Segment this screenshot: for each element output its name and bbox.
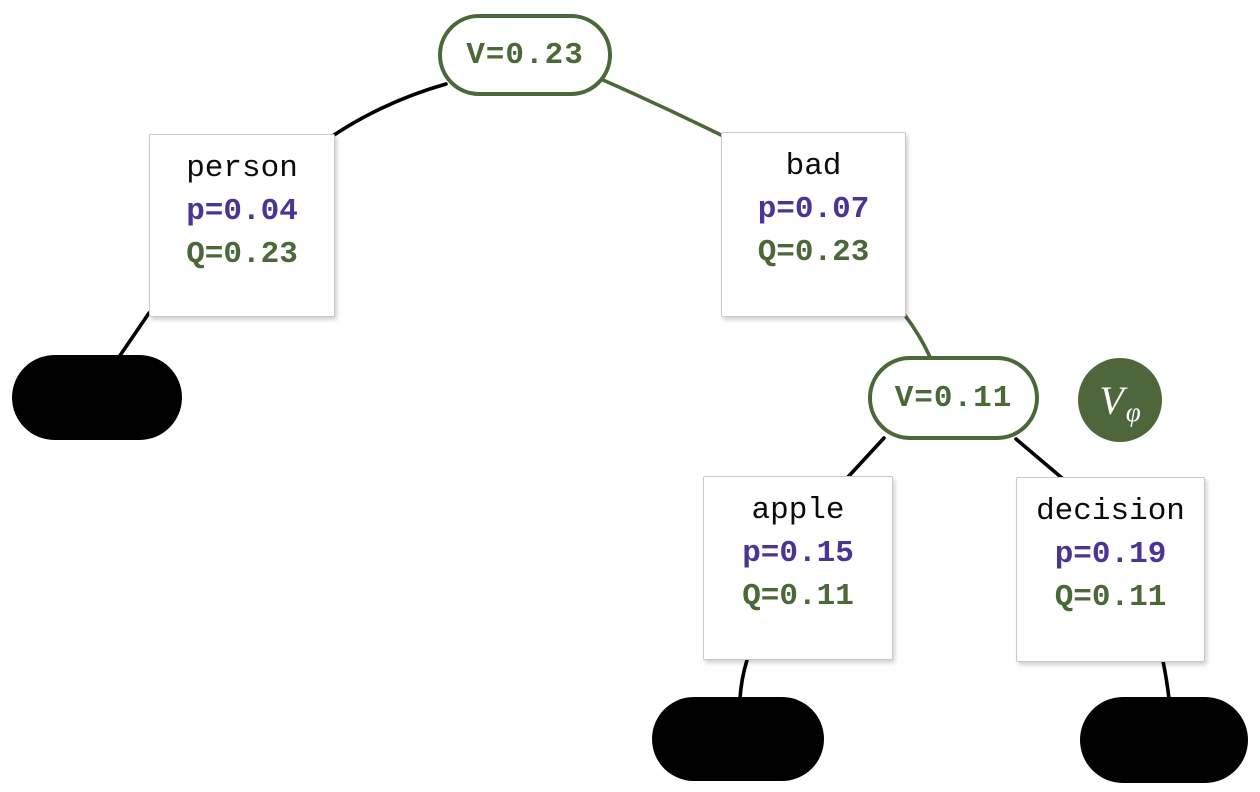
terminal-node-left <box>12 355 182 440</box>
edge-expanded-decision <box>1014 437 1064 480</box>
q-value: Q=0.11 <box>742 579 854 614</box>
word-label: decision <box>1036 494 1185 529</box>
edge-expanded-apple <box>846 436 886 479</box>
edge-person-terminal <box>117 311 151 359</box>
q-value: Q=0.23 <box>186 237 298 272</box>
prior-value: p=0.07 <box>757 192 870 227</box>
edge-bad-expanded <box>902 312 932 359</box>
terminal-node-right <box>1080 697 1248 783</box>
edge-apple-terminal <box>738 658 749 701</box>
value-node-expanded: V=0.11 <box>868 356 1039 440</box>
word-node-person: person p=0.04 Q=0.23 <box>149 134 335 317</box>
value-node-root-label: V=0.23 <box>466 37 584 73</box>
terminal-node-middle <box>652 697 824 781</box>
edge-root-bad <box>601 78 723 137</box>
prior-value: p=0.19 <box>1054 537 1167 572</box>
word-node-apple: apple p=0.15 Q=0.11 <box>703 476 893 660</box>
q-value: Q=0.11 <box>1054 580 1167 615</box>
word-label: bad <box>785 149 842 184</box>
word-label: apple <box>751 493 845 528</box>
badge-phi-subscript: φ <box>1125 396 1141 427</box>
edge-decision-terminal <box>1161 659 1171 701</box>
prior-value: p=0.15 <box>742 536 854 571</box>
prior-value: p=0.04 <box>186 194 298 229</box>
value-node-root: V=0.23 <box>438 14 612 96</box>
value-node-expanded-label: V=0.11 <box>894 380 1013 416</box>
word-node-bad: bad p=0.07 Q=0.23 <box>721 132 906 317</box>
word-label: person <box>186 151 298 186</box>
q-value: Q=0.23 <box>757 235 870 270</box>
edge-root-person <box>332 82 448 137</box>
word-node-decision: decision p=0.19 Q=0.11 <box>1016 477 1205 662</box>
badge-v-label: V <box>1099 377 1124 423</box>
